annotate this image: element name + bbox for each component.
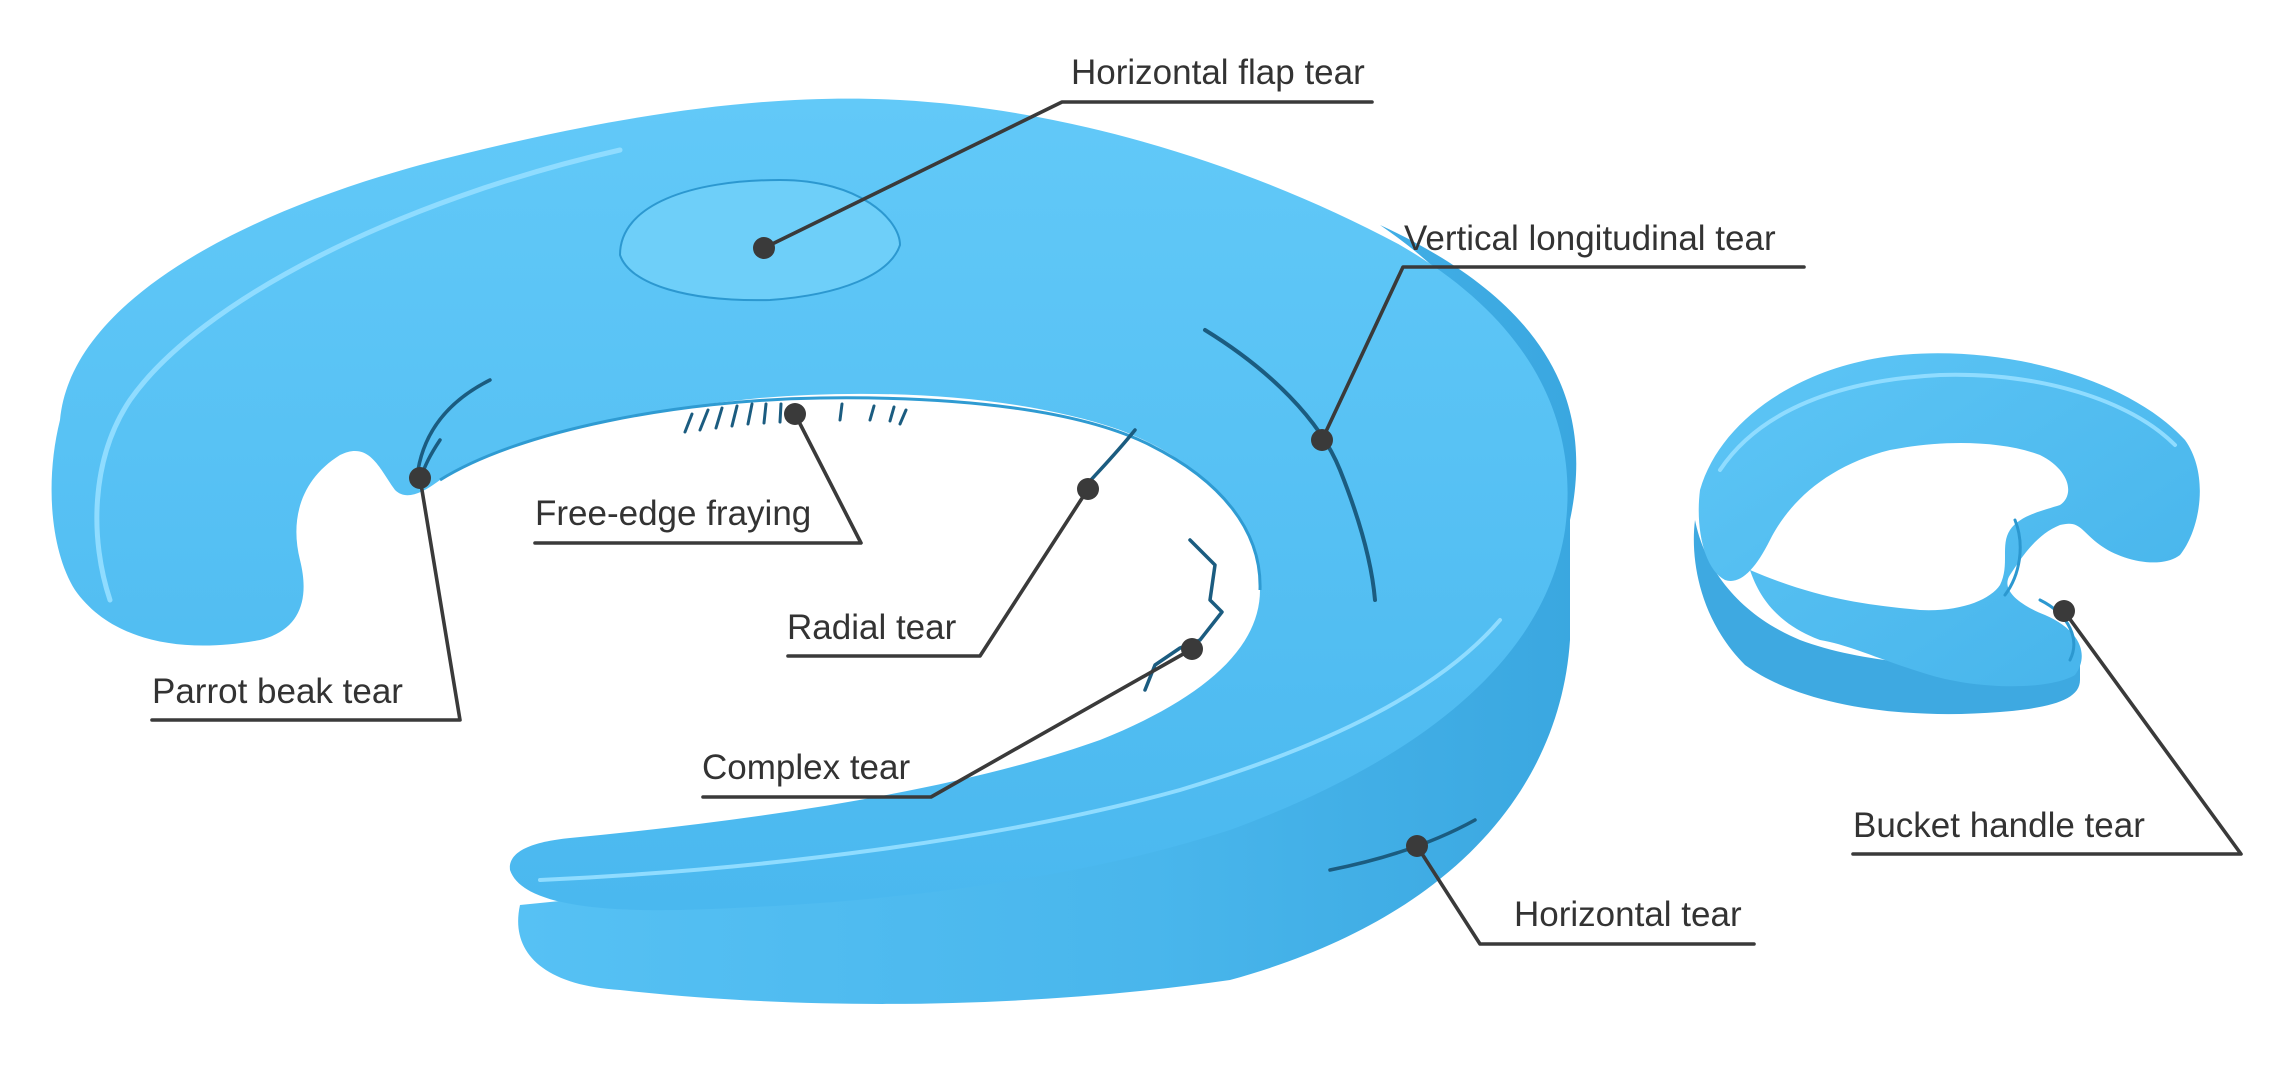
large-meniscus (51, 98, 1577, 1004)
marker-dot (784, 403, 806, 425)
label-vertical-longitudinal-tear: Vertical longitudinal tear (1404, 219, 1776, 258)
leader-line (1851, 609, 2243, 856)
leader-line (533, 412, 863, 545)
vertical-longitudinal-tear-line (1203, 328, 1377, 602)
horizontal-tear-line (1328, 818, 1477, 872)
marker-dot (1181, 638, 1203, 660)
marker-dot (753, 237, 775, 259)
leader-line (150, 476, 462, 722)
label-bucket-handle-tear: Bucket handle tear (1853, 806, 2145, 845)
leader-line (1415, 844, 1756, 946)
marker-dot (1311, 429, 1333, 451)
label-parrot-beak-tear: Parrot beak tear (152, 672, 403, 711)
callout-radial-tear: Radial tear (786, 478, 1099, 658)
large-meniscus-inner-rim (439, 396, 1262, 591)
free-edge-fraying-marks (683, 402, 908, 434)
small-meniscus (1693, 353, 2200, 715)
marker-dot (2053, 600, 2075, 622)
complex-tear-line (1143, 538, 1224, 692)
label-horizontal-flap-tear: Horizontal flap tear (1071, 53, 1365, 92)
small-meniscus-body (1698, 353, 2200, 687)
callout-bucket-handle-tear: Bucket handle tear (1851, 600, 2243, 856)
label-radial-tear: Radial tear (787, 608, 957, 647)
small-meniscus-wall (1693, 520, 2080, 715)
small-meniscus-rim-highlight (1718, 372, 2177, 472)
large-meniscus-front-highlight (538, 618, 1502, 882)
callout-free-edge-fraying: Free-edge fraying (533, 403, 863, 545)
callout-horizontal-flap-tear: Horizontal flap tear (753, 53, 1374, 259)
label-complex-tear: Complex tear (702, 748, 910, 787)
large-meniscus-wall (518, 225, 1577, 1004)
large-meniscus-rim-highlight (94, 147, 623, 603)
label-horizontal-tear: Horizontal tear (1514, 895, 1742, 934)
leader-line (762, 100, 1374, 250)
bucket-handle-fragment (2003, 518, 2076, 662)
marker-dot (409, 467, 431, 489)
leader-line (1320, 265, 1806, 442)
marker-dot (1077, 478, 1099, 500)
marker-dot (1406, 835, 1428, 857)
callout-vertical-longitudinal-tear: Vertical longitudinal tear (1311, 219, 1806, 451)
callout-horizontal-tear: Horizontal tear (1406, 835, 1756, 946)
label-free-edge-fraying: Free-edge fraying (535, 494, 811, 533)
callout-parrot-beak-tear: Parrot beak tear (150, 467, 462, 722)
leader-line (701, 647, 1194, 799)
callout-complex-tear: Complex tear (701, 638, 1203, 799)
large-meniscus-body (51, 98, 1568, 911)
leader-line (786, 487, 1090, 658)
